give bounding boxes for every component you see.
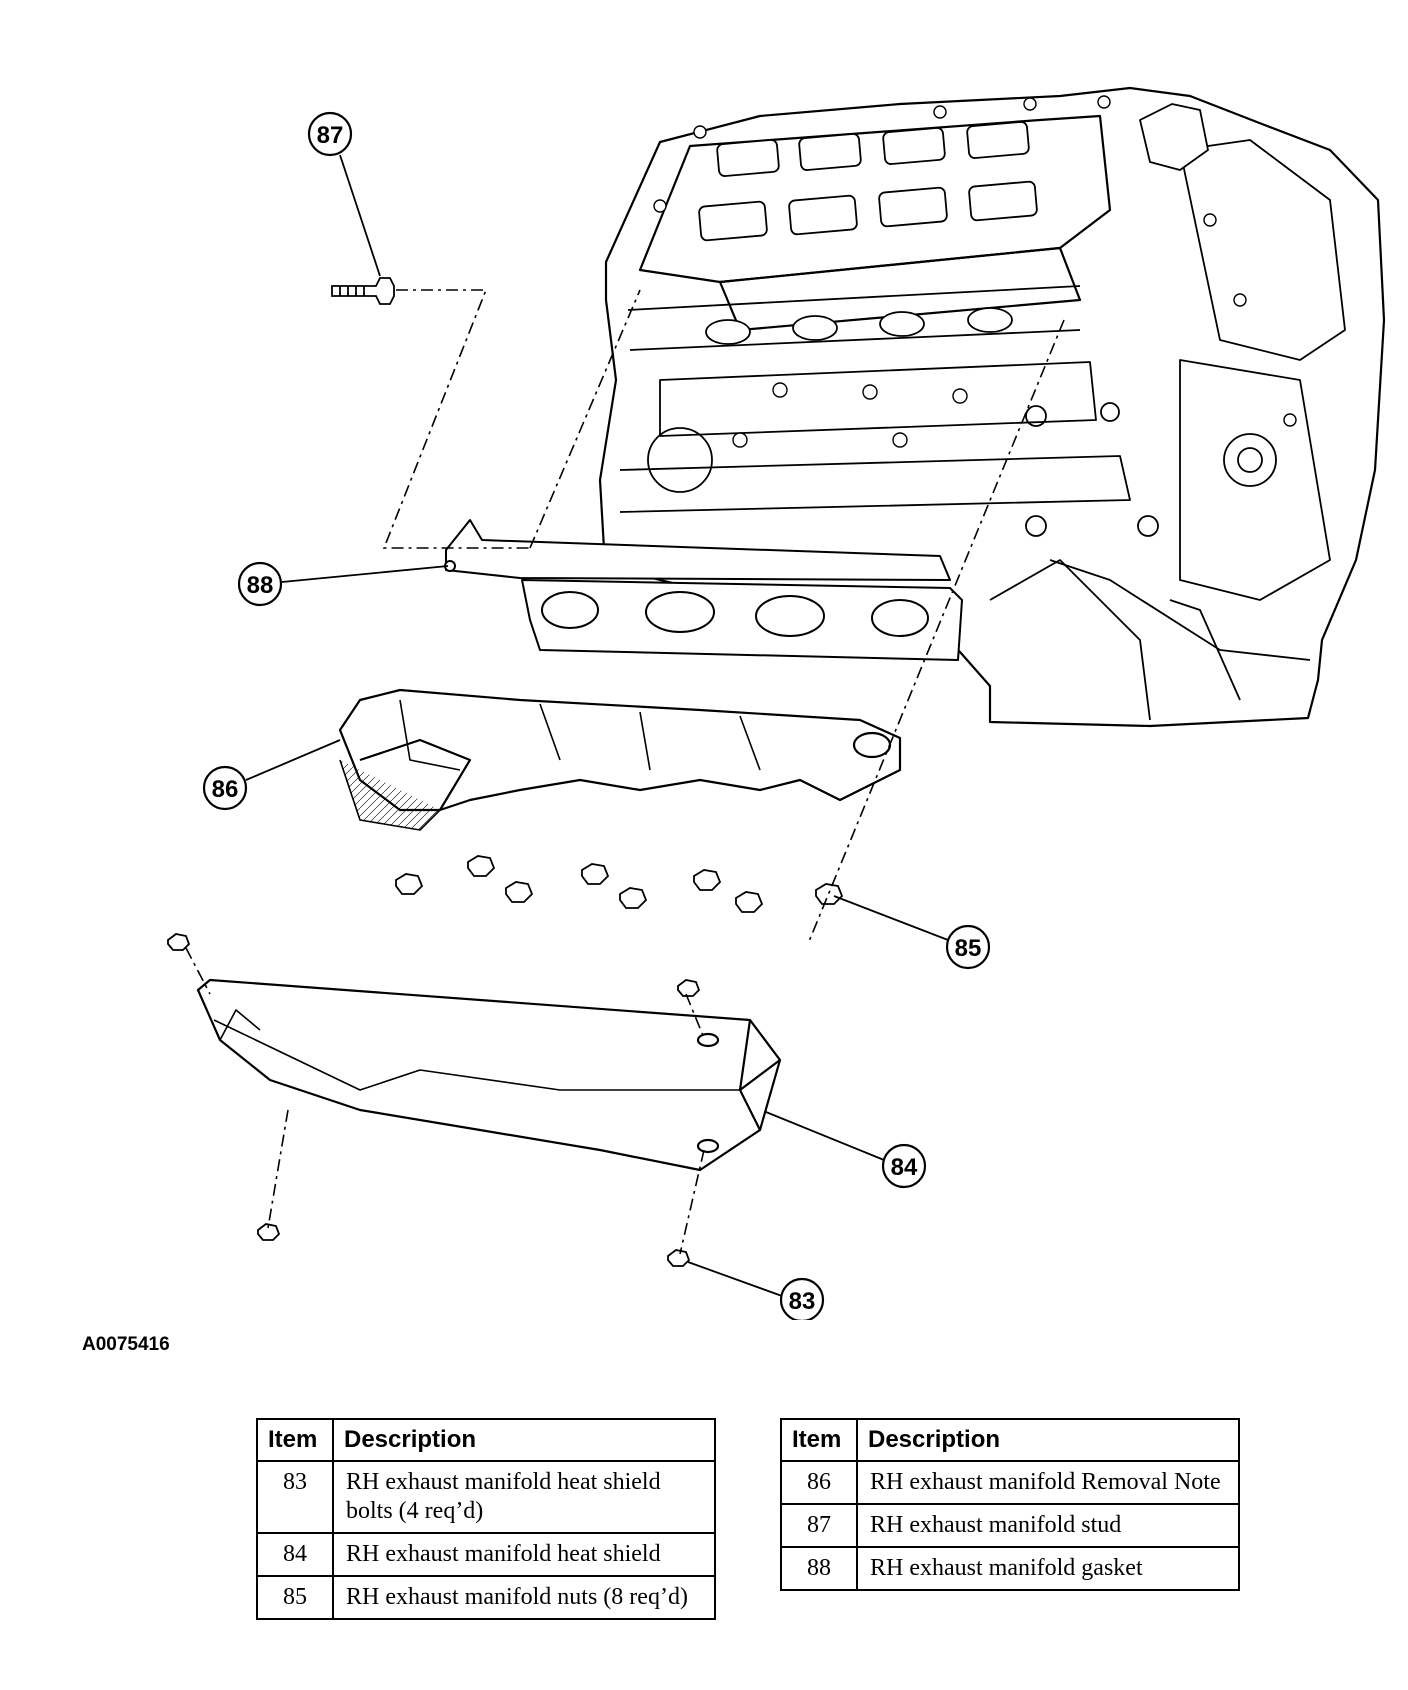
item-description: RH exhaust manifold gasket	[856, 1546, 1240, 1591]
item-description: RH exhaust manifold heat shield bolts (4…	[332, 1460, 716, 1534]
item-number: 87	[780, 1503, 858, 1548]
callout-84-label: 84	[891, 1154, 918, 1181]
callout-87: 87	[307, 111, 381, 277]
callout-88-label: 88	[247, 572, 274, 599]
column-header-description: Description	[332, 1418, 716, 1462]
table-row: 86 RH exhaust manifold Removal Note	[780, 1460, 1240, 1505]
item-description: RH exhaust manifold heat shield	[332, 1532, 716, 1577]
item-description: RH exhaust manifold nuts (8 req’d)	[332, 1575, 716, 1620]
table-row: 83 RH exhaust manifold heat shield bolts…	[256, 1460, 716, 1534]
column-header-description: Description	[856, 1418, 1240, 1462]
callout-83-label: 83	[789, 1288, 816, 1315]
column-header-item: Item	[256, 1418, 334, 1462]
manifold-stud	[331, 277, 395, 305]
exploded-view-diagram: 87 88 86 85 84 83	[167, 86, 1386, 1320]
figure-id: A0075416	[82, 1334, 170, 1355]
exhaust-manifold-gasket	[444, 519, 963, 661]
callout-86-label: 86	[212, 776, 239, 803]
item-number: 84	[256, 1532, 334, 1577]
item-description: RH exhaust manifold stud	[856, 1503, 1240, 1548]
item-number: 86	[780, 1460, 858, 1505]
legend-header-row: Item Description	[256, 1418, 716, 1462]
callout-83: 83	[687, 1261, 825, 1320]
callout-88: 88	[237, 561, 449, 607]
item-number: 88	[780, 1546, 858, 1591]
callout-85: 85	[833, 895, 991, 970]
table-row: 84 RH exhaust manifold heat shield	[256, 1532, 716, 1577]
item-number: 85	[256, 1575, 334, 1620]
manifold-nuts	[395, 855, 844, 913]
column-header-item: Item	[780, 1418, 858, 1462]
exhaust-manifold	[338, 688, 902, 831]
callout-87-label: 87	[317, 122, 344, 149]
item-number: 83	[256, 1460, 334, 1534]
alignment-lines	[185, 289, 1065, 1255]
table-row: 85 RH exhaust manifold nuts (8 req’d)	[256, 1575, 716, 1620]
item-description: RH exhaust manifold Removal Note	[856, 1460, 1240, 1505]
table-row: 88 RH exhaust manifold gasket	[780, 1546, 1240, 1591]
legend-header-row: Item Description	[780, 1418, 1240, 1462]
legend-table-right: Item Description 86 RH exhaust manifold …	[780, 1418, 1240, 1591]
callout-84: 84	[765, 1111, 927, 1189]
callout-86: 86	[202, 739, 341, 811]
callout-85-label: 85	[955, 935, 982, 962]
exhaust-manifold-heat-shield	[196, 978, 782, 1172]
legend-table-left: Item Description 83 RH exhaust manifold …	[256, 1418, 716, 1620]
heat-shield-bolts	[167, 933, 701, 1267]
table-row: 87 RH exhaust manifold stud	[780, 1503, 1240, 1548]
